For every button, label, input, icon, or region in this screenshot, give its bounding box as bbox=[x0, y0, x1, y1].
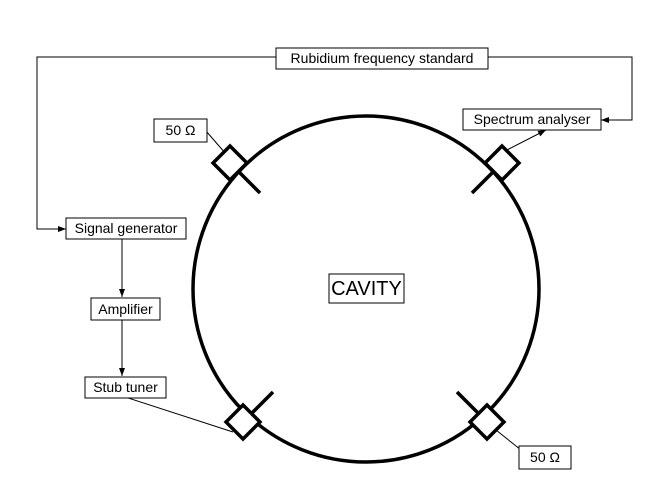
stub-tuner-to-cavity-port-line bbox=[124, 396, 234, 433]
stub-tuner-box: Stub tuner bbox=[84, 376, 167, 399]
cavity-circle bbox=[191, 114, 541, 464]
amplifier-box: Amplifier bbox=[90, 297, 161, 321]
load-bottom-label: 50 Ω bbox=[530, 449, 560, 465]
stub-tuner-label: Stub tuner bbox=[93, 379, 158, 395]
load-top-label: 50 Ω bbox=[166, 122, 196, 138]
port-bottom-left bbox=[223, 390, 275, 442]
signal-generator-box: Signal generator bbox=[65, 217, 187, 240]
rubidium-to-signal-generator-line bbox=[36, 56, 276, 232]
cavity-label: CAVITY bbox=[328, 273, 405, 304]
port-top-right bbox=[470, 143, 522, 195]
port-bottom-right bbox=[455, 390, 507, 442]
rubidium-frequency-standard-box: Rubidium frequency standard bbox=[275, 47, 489, 70]
load-top-box: 50 Ω bbox=[153, 118, 208, 143]
signal-generator-label: Signal generator bbox=[75, 220, 178, 236]
spectrum-analyser-box: Spectrum analyser bbox=[462, 108, 602, 131]
rubidium-to-spectrum-analyser-line bbox=[488, 56, 633, 123]
load-bottom-box: 50 Ω bbox=[518, 445, 572, 470]
port-top-left bbox=[210, 143, 262, 195]
amplifier-label: Amplifier bbox=[98, 301, 153, 317]
cavity-port-to-spectrum-analyser-line bbox=[504, 129, 547, 152]
spectrum-analyser-label: Spectrum analyser bbox=[474, 111, 591, 127]
top-load-leader-line bbox=[205, 130, 227, 155]
rubidium-frequency-standard-label: Rubidium frequency standard bbox=[291, 50, 474, 66]
bottom-load-leader-line bbox=[495, 429, 522, 451]
cavity-label-text: CAVITY bbox=[331, 278, 402, 300]
